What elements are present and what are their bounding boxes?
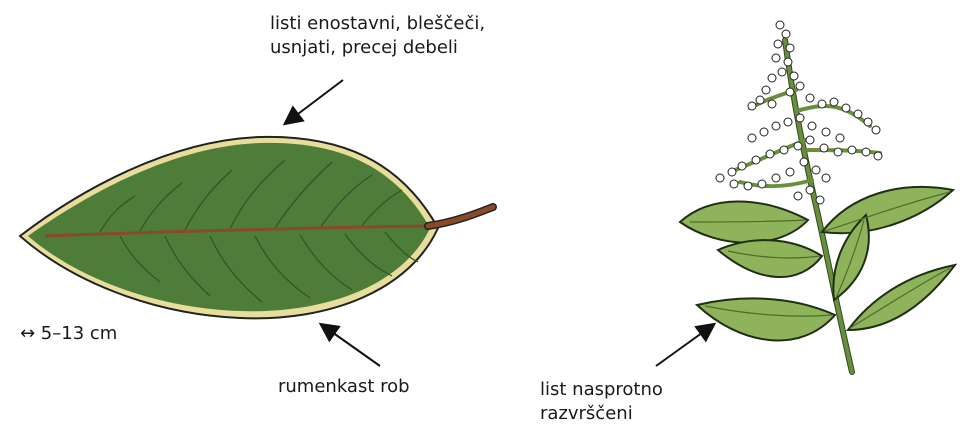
single-leaf [20,137,493,318]
leaf-size-label: ↔ 5–13 cm [20,322,117,346]
branch-leaf-lower-left [697,298,835,340]
arrow-leaf [286,80,343,123]
branch-arrangement-line2: razvrščeni [540,402,663,426]
leaf-edge-label: rumenkast rob [278,375,410,399]
flowering-branch [680,21,955,372]
branch-arrangement-line1: list nasprotno [540,378,663,402]
branch-leaf-mid-left [718,240,822,277]
leaf-description-label: listi enostavni, bleščeči, usnjati, prec… [270,12,485,60]
leaf-description-line1: listi enostavni, bleščeči, [270,12,485,36]
branch-arrangement-label: list nasprotno razvrščeni [540,378,663,426]
arrow-branch [656,325,713,366]
arrow-edge [322,325,380,366]
leaf-description-line2: usnjati, precej debeli [270,36,485,60]
